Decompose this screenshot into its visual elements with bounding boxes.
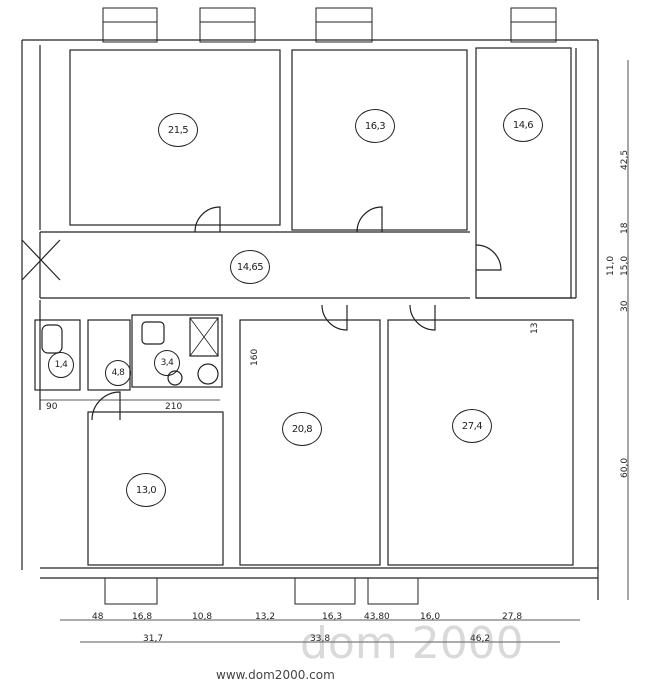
dim-b1-3: 13,2 [255, 612, 276, 622]
drain [197, 363, 219, 385]
room-5-area: 27,4 [452, 409, 492, 443]
room-2-area: 16,3 [355, 109, 395, 143]
dim-inner-1: 210 [165, 402, 183, 412]
toilet-fixture [41, 324, 63, 354]
corridor-area: 14,65 [230, 250, 270, 284]
door-swing-4 [321, 304, 348, 331]
corridor-walls [40, 48, 577, 299]
room-1-walls [69, 49, 281, 226]
top-windows [102, 7, 557, 43]
door-swing-3 [475, 244, 502, 271]
room-6-area: 13,0 [126, 473, 166, 507]
dim-right-5: 60,0 [620, 457, 630, 478]
door-swing-2 [356, 206, 383, 233]
room-5-walls [387, 319, 574, 566]
room-4-area: 20,8 [282, 412, 322, 446]
sink-fixture [141, 321, 165, 345]
entry-door [21, 232, 61, 298]
dim-b1-6: 16,0 [420, 612, 441, 622]
hall-area: 4,8 [105, 360, 131, 386]
hall-walls [87, 319, 131, 391]
wc-area: 1,4 [48, 352, 74, 378]
dim-b1-7: 27,8 [502, 612, 523, 622]
wc-walls [34, 319, 81, 391]
bath-area: 3,4 [154, 350, 180, 376]
bath-walls [131, 314, 223, 388]
dim-right-3: 11,0 [606, 255, 616, 276]
dim-b2-0: 31,7 [143, 634, 164, 644]
room-3-walls [475, 47, 572, 299]
dim-b1-4: 16,3 [322, 612, 343, 622]
hall-door [91, 391, 121, 421]
dim-b2-1: 33,8 [310, 634, 331, 644]
watermark: dom 2000 [300, 618, 524, 669]
bath-tile [189, 317, 219, 357]
dim-vertical-0: 160 [250, 348, 260, 366]
dim-b1-5: 43,80 [364, 612, 390, 622]
dim-right-4: 30 [620, 300, 630, 312]
dim-right-1: 18 [620, 222, 630, 234]
door-swing-1 [194, 206, 221, 233]
room-4-walls [239, 319, 381, 566]
dim-right-0: 42,5 [620, 149, 630, 170]
dim-b1-2: 10,8 [192, 612, 213, 622]
site-url: www.dom2000.com [216, 668, 335, 682]
dim-b1-1: 16,8 [132, 612, 153, 622]
dim-b2-2: 46,2 [470, 634, 491, 644]
room-1-area: 21,5 [158, 113, 198, 147]
bottom-windows [104, 577, 419, 605]
dim-inner-0: 90 [46, 402, 58, 412]
outer-wall-top [21, 39, 599, 600]
door-swing-5 [409, 304, 436, 331]
dim-right-2: 15,0 [620, 255, 630, 276]
room-6-walls [87, 411, 224, 566]
dim-b1-0: 48 [92, 612, 104, 622]
room-2-walls [291, 49, 468, 231]
room-3-area: 14,6 [503, 108, 543, 142]
outer-wall-bottom [40, 567, 598, 579]
dim-vertical-1: 13 [530, 322, 540, 334]
